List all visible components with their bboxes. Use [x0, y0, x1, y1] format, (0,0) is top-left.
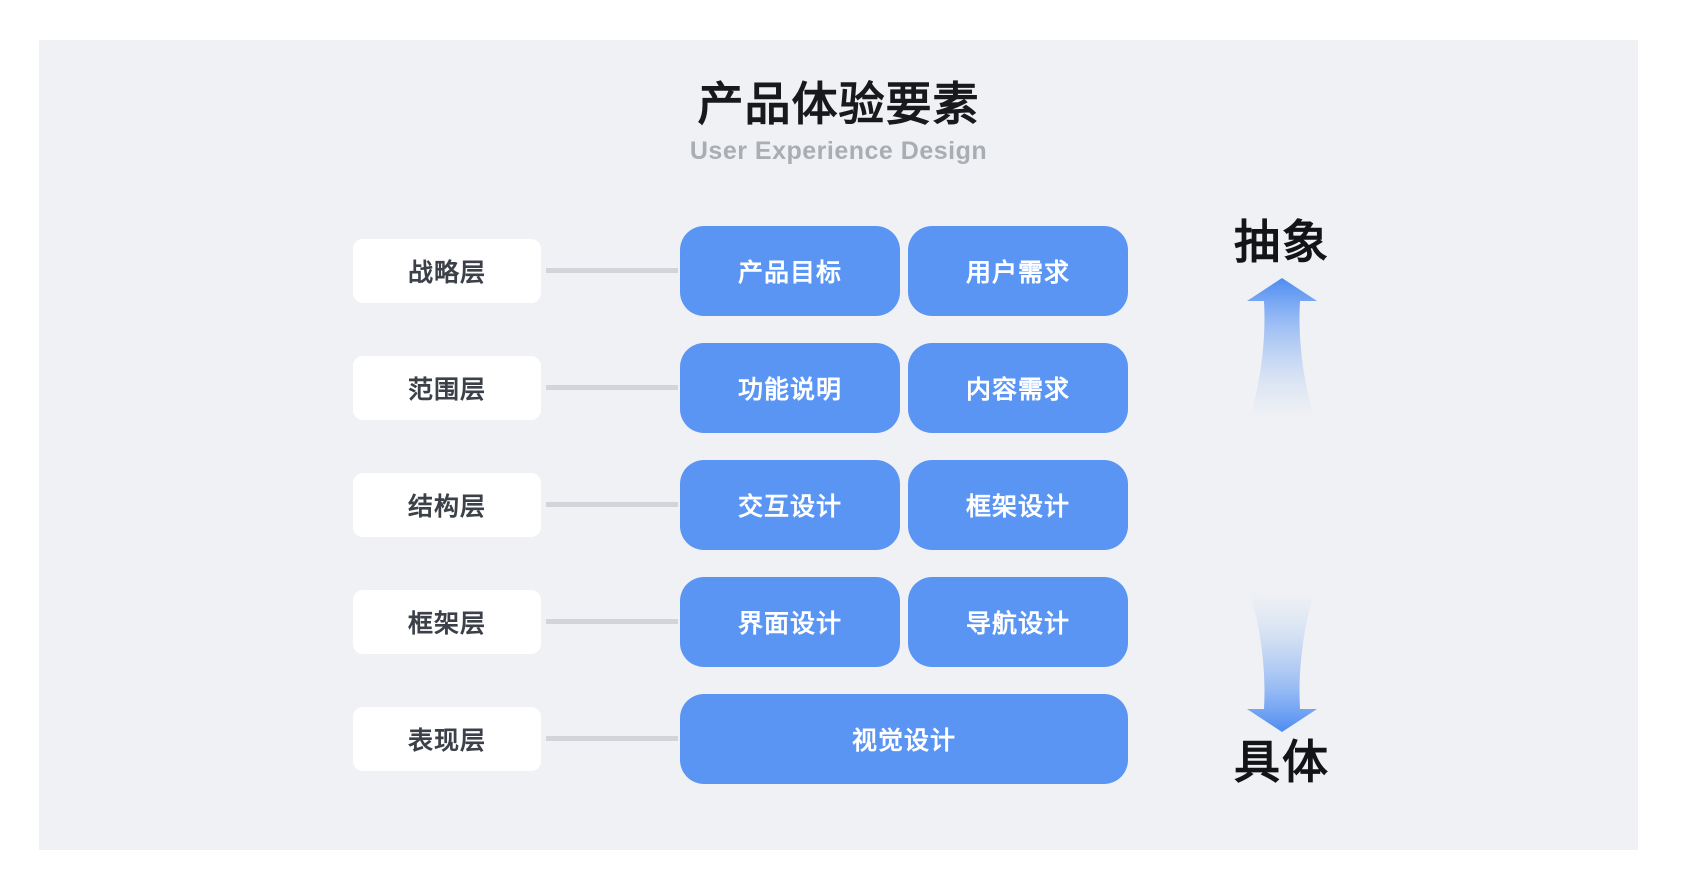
- page-subtitle: User Experience Design: [689, 137, 988, 165]
- layer-label-skeleton: 框架层: [353, 590, 541, 654]
- node-framework-design: 框架设计: [908, 460, 1128, 550]
- row-strategy: 战略层 产品目标 用户需求: [0, 226, 1682, 316]
- row-scope: 范围层 功能说明 内容需求: [0, 343, 1682, 433]
- node-user-needs: 用户需求: [908, 226, 1128, 316]
- layer-label-structure: 结构层: [353, 473, 541, 537]
- connector-line: [546, 736, 678, 741]
- row-surface: 表现层 视觉设计: [0, 694, 1682, 784]
- layer-label-strategy: 战略层: [353, 239, 541, 303]
- node-navigation-design: 导航设计: [908, 577, 1128, 667]
- node-functional-specs: 功能说明: [680, 343, 900, 433]
- connector-line: [546, 385, 678, 390]
- row-skeleton: 框架层 界面设计 导航设计: [0, 577, 1682, 667]
- node-product-goal: 产品目标: [680, 226, 900, 316]
- node-interaction-design: 交互设计: [680, 460, 900, 550]
- layer-label-surface: 表现层: [353, 707, 541, 771]
- connector-line: [546, 619, 678, 624]
- node-content-requirements: 内容需求: [908, 343, 1128, 433]
- connector-line: [546, 268, 678, 273]
- node-interface-design: 界面设计: [680, 577, 900, 667]
- down-gradient-arrow-icon: [1247, 592, 1317, 732]
- concrete-label: 具体: [1234, 736, 1330, 788]
- page-title: 产品体验要素: [697, 78, 980, 130]
- connector-line: [546, 502, 678, 507]
- node-visual-design: 视觉设计: [680, 694, 1128, 784]
- layer-label-scope: 范围层: [353, 356, 541, 420]
- row-structure: 结构层 交互设计 框架设计: [0, 460, 1682, 550]
- up-gradient-arrow-icon: [1247, 278, 1317, 418]
- abstract-label: 抽象: [1234, 216, 1330, 268]
